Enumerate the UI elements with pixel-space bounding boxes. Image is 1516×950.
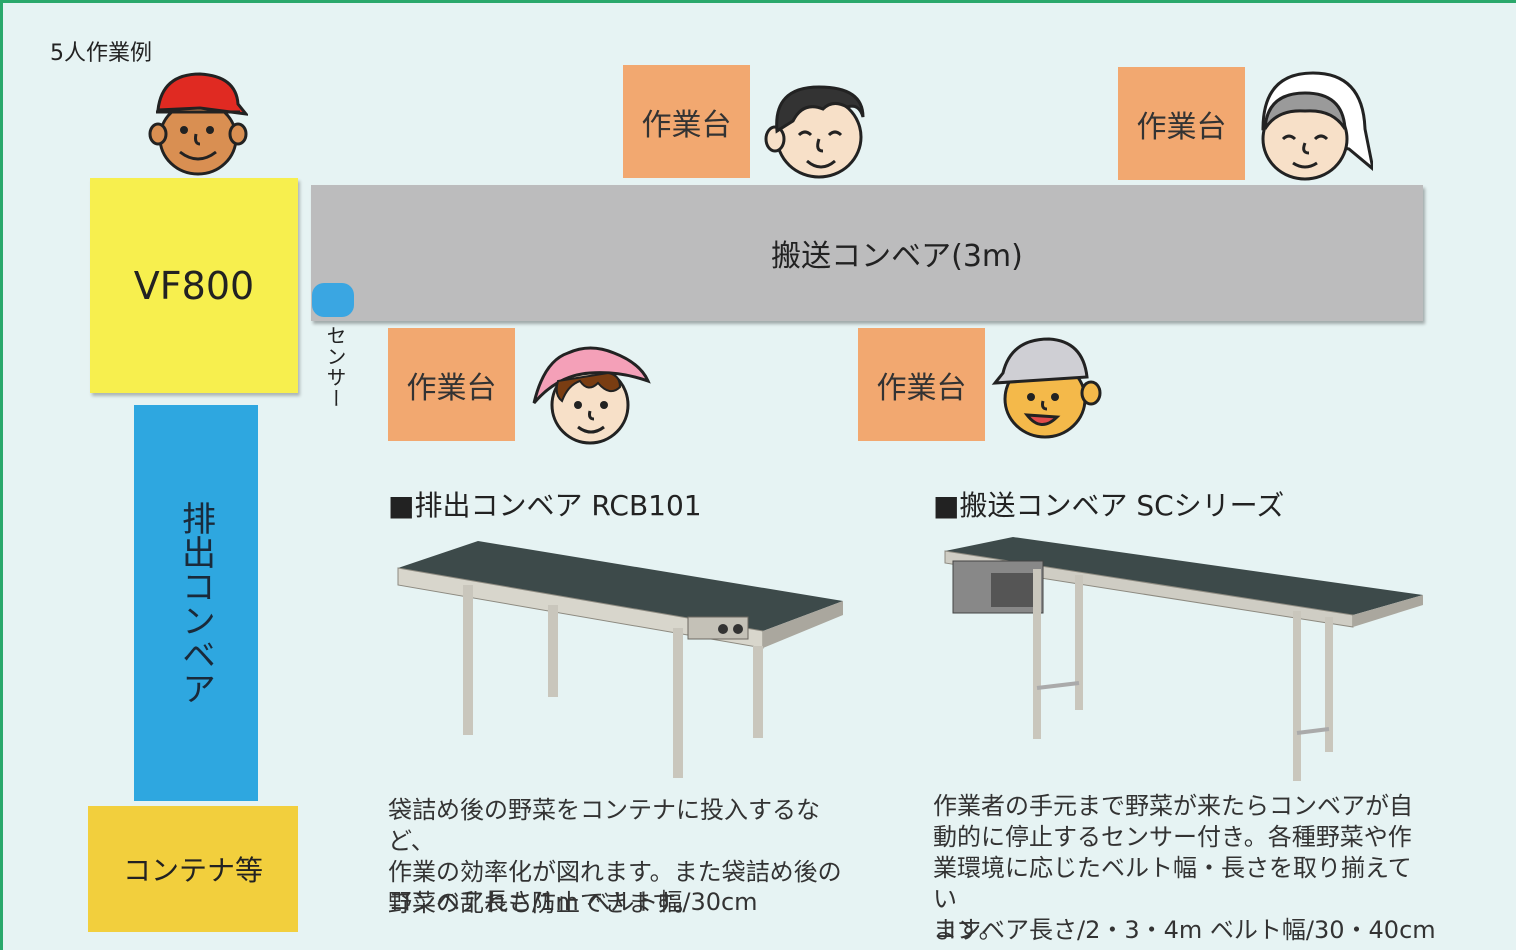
worker-red-cap-icon (148, 72, 248, 176)
vf800-label: VF800 (133, 263, 255, 308)
sc-series-conveyor-photo (944, 537, 1423, 781)
container-label: コンテナ等 (122, 854, 263, 887)
discharge-conveyor-label: 排出コンベア (175, 501, 216, 705)
workbench-label: 作業台 (406, 370, 497, 406)
sc-description: 作業者の手元まで野菜が来たらコンベアが自 動的に停止するセンサー付き。各種野菜や… (933, 792, 1413, 944)
rcb-description: 袋詰め後の野菜をコンテナに投入するなど、 作業の効率化が図れます。また袋詰め後の… (388, 796, 842, 917)
workbench-label: 作業台 (1136, 109, 1227, 145)
worker-older-man-icon (764, 85, 865, 179)
transport-conveyor-label: 搬送コンベア(3m) (771, 239, 1023, 274)
workbench-top-1: 作業台 (623, 65, 750, 178)
worker-grandmother-icon (1261, 71, 1373, 181)
discharge-conveyor: 排出コンベア (134, 405, 258, 801)
transport-conveyor: 搬送コンベア(3m) (311, 185, 1423, 321)
container-box: コンテナ等 (88, 806, 298, 932)
vf800-machine: VF800 (90, 178, 298, 393)
rcb-heading: ■排出コンベア RCB101 (388, 489, 702, 522)
example-label: 5人作業例 (50, 41, 152, 66)
workbench-bottom-1: 作業台 (388, 328, 515, 441)
workbench-label: 作業台 (641, 107, 732, 143)
sc-heading: ■搬送コンベア SCシリーズ (933, 489, 1285, 522)
workbench-top-2: 作業台 (1118, 67, 1245, 180)
sensor-dot (312, 283, 354, 317)
worker-grey-cap-icon (991, 337, 1102, 439)
rcb101-conveyor-photo (397, 541, 843, 778)
sc-spec: コンベア長さ/2・3・4m ベルト幅/30・40cm (933, 916, 1436, 944)
workbench-bottom-2: 作業台 (858, 328, 985, 441)
worker-pink-hat-icon (532, 346, 651, 445)
rcb-spec: コンベア長さ/1m ベルト幅/30cm (388, 888, 758, 916)
workbench-label: 作業台 (876, 370, 967, 406)
sensor-label: センサー (323, 325, 347, 409)
